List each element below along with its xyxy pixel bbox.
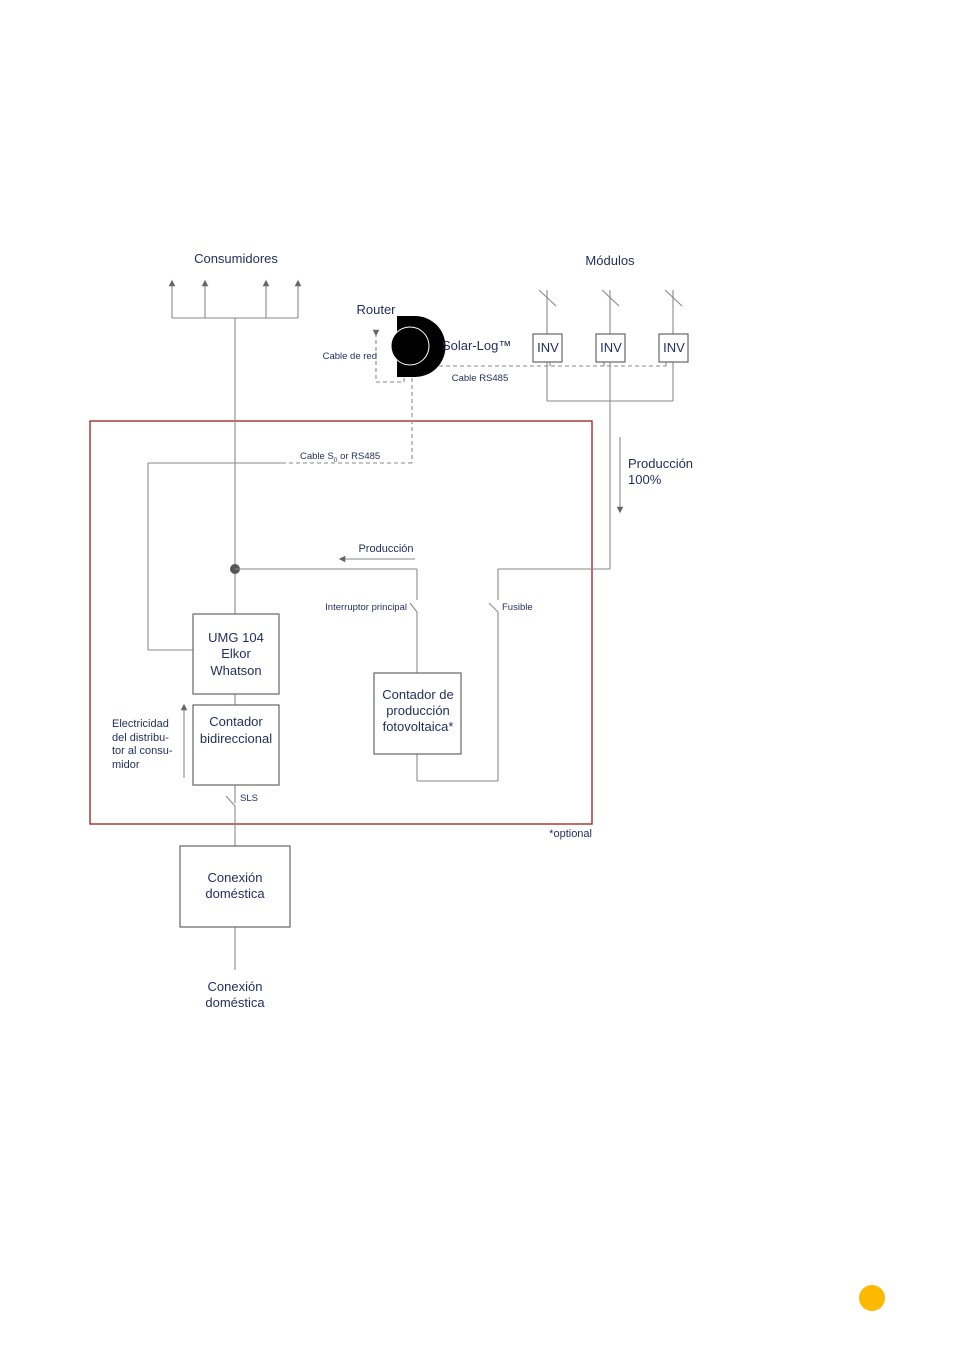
pv-meter-label-line-3: fotovoltaica* [383, 719, 454, 734]
house-bottom-label-line-1: Conexión [208, 979, 263, 994]
optional-frame [89, 420, 593, 825]
house-box-label-line-2: doméstica [205, 886, 265, 901]
inverter-box-3 [658, 333, 689, 363]
bidir-label-line-2: bidireccional [200, 731, 272, 746]
optional-label: *optional [549, 828, 592, 840]
umg-label-line-3: Whatson [210, 663, 261, 678]
rs485-cable-label: Cable RS485 [452, 373, 509, 384]
inverter-label-1: INV [537, 340, 559, 355]
s0-cable [147, 378, 413, 651]
inverter-label-3: INV [663, 340, 685, 355]
bidir-label-line-1: Contador [209, 714, 263, 729]
solarlog-device [390, 316, 446, 377]
bidirectional-meter-box [192, 704, 280, 786]
umg-meter-box [192, 613, 280, 695]
house-bottom-label-line-2: doméstica [205, 995, 265, 1010]
electricity-label-line-2: del distribu- [112, 732, 169, 744]
house-box-label-line-1: Conexión [208, 870, 263, 885]
fuse-label: Fusible [502, 602, 533, 613]
production-100-label-line-2: 100% [628, 472, 662, 487]
electricity-label-line-4: midor [112, 759, 140, 771]
production-label: Producción [358, 543, 413, 555]
inverter-label-2: INV [600, 340, 622, 355]
sls-label: SLS [240, 793, 258, 804]
consumers-label: Consumidores [194, 251, 278, 266]
main-switch-label: Interruptor principal [325, 602, 407, 613]
house-connection-box [179, 845, 291, 928]
umg-label-line-1: UMG 104 [208, 630, 264, 645]
solarlog-label: Solar-Log™ [442, 338, 511, 353]
s0-cable-label: Cable S0 or RS485 [300, 451, 380, 464]
inverter-bus [538, 289, 683, 402]
page-marker-dot [859, 1285, 885, 1311]
modules-label: Módulos [585, 253, 635, 268]
production-100-label-line-1: Producción [628, 456, 693, 471]
pv-meter-box [373, 672, 462, 755]
router-label: Router [356, 302, 396, 317]
rs485-cable [432, 360, 667, 367]
electricity-label-line-1: Electricidad [112, 718, 169, 730]
umg-label-line-2: Elkor [221, 646, 251, 661]
inverter-box-1 [532, 333, 563, 363]
inverter-box-2 [595, 333, 626, 363]
pv-meter-label-line-1: Contador de [382, 687, 454, 702]
pv-meter-label-line-2: producción [386, 703, 450, 718]
network-cable-label: Cable de red [323, 351, 377, 362]
electricity-label-line-3: tor al consu- [112, 745, 173, 757]
consumers-bus [168, 279, 302, 319]
